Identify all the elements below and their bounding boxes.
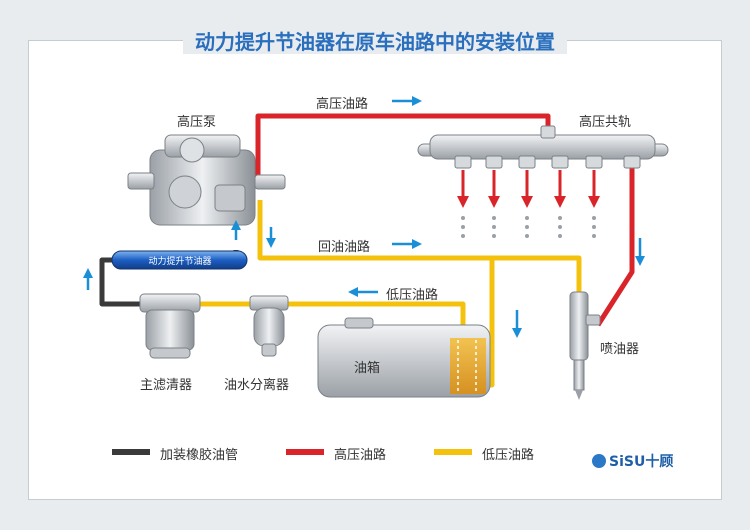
rail-dots	[461, 216, 596, 238]
label-water-separator: 油水分离器	[224, 378, 290, 393]
brand-logo-icon	[592, 454, 606, 468]
injector	[569, 291, 601, 400]
rubber-line-device-to-filter	[99, 257, 140, 307]
brand-text: SiSU十顾	[609, 454, 674, 470]
water-separator	[249, 295, 289, 357]
label-tank: 油箱	[354, 361, 381, 376]
rail-ports	[454, 155, 641, 169]
device-label: 动力提升节油器	[148, 255, 211, 267]
flow-arrows	[83, 96, 645, 338]
diagram-title: 动力提升节油器在原车油路中的安装位置	[0, 26, 750, 55]
high-pressure-lines	[255, 113, 635, 327]
low-line-separator-to-tank	[284, 301, 466, 325]
fuel-tank	[317, 317, 491, 398]
label-high-pressure-pump: 高压泵	[177, 115, 217, 130]
low-pressure-lines	[200, 200, 582, 388]
label-high-pressure-line: 高压油路	[316, 97, 369, 112]
high-line-rail-to-injector	[595, 160, 635, 327]
legend-label-low: 低压油路	[482, 448, 535, 463]
brand-logo: SiSU十顾	[592, 451, 673, 471]
label-main-filter: 主滤清器	[140, 378, 193, 393]
main-filter	[139, 293, 201, 359]
legend-label-rubber: 加装橡胶油管	[160, 448, 239, 463]
label-low-pressure-line: 低压油路	[386, 288, 439, 303]
high-pressure-pump	[127, 134, 286, 226]
rail-output-arrows	[457, 170, 600, 208]
label-injector: 喷油器	[600, 342, 640, 357]
title-text: 动力提升节油器在原车油路中的安装位置	[183, 30, 567, 54]
label-common-rail: 高压共轨	[579, 115, 632, 130]
fuel-saver-device: 动力提升节油器	[111, 250, 248, 270]
label-return-line: 回油油路	[318, 240, 371, 255]
common-rail	[417, 125, 669, 169]
legend-label-high: 高压油路	[334, 448, 387, 463]
return-line	[257, 200, 582, 300]
high-line-pump-to-rail	[255, 113, 551, 180]
